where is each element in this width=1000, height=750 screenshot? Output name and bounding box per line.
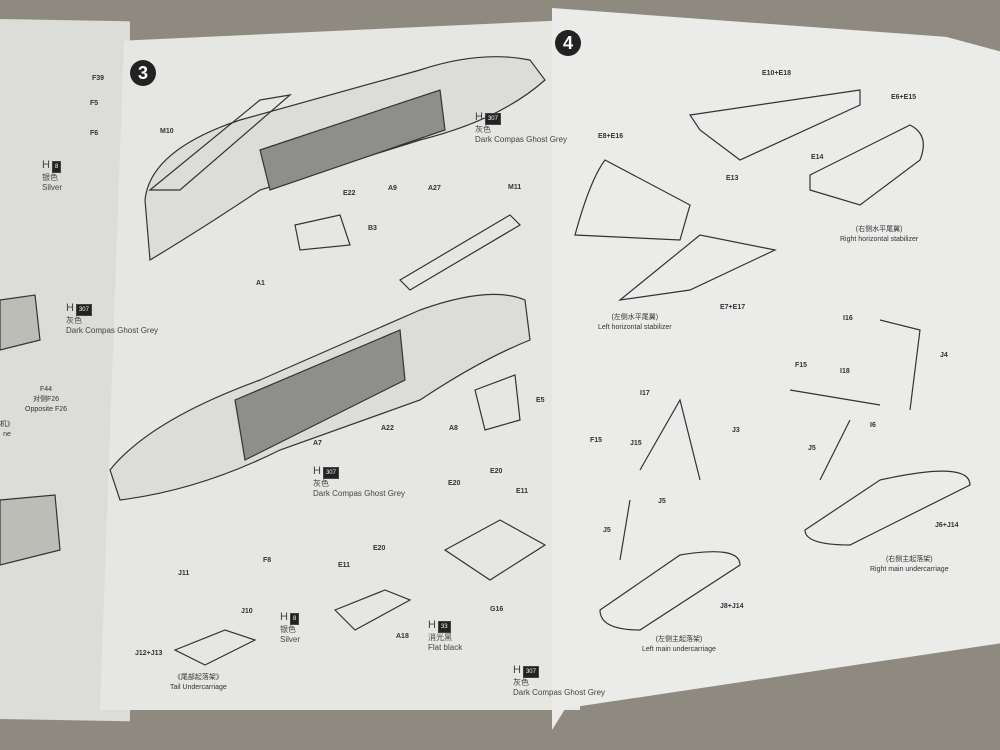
canopy-part-m11	[399, 214, 521, 291]
engine-left-2	[0, 494, 61, 566]
part-label: I18	[840, 368, 850, 375]
part-label: F6	[90, 130, 99, 137]
part-label: E6+E15	[891, 94, 917, 101]
part-label: J3	[732, 427, 740, 434]
right-undercarriage-caption: (右侧主起落架)Right main undercarriage	[870, 556, 949, 573]
right-stabilizer-caption: (右侧水平尾翼)Right horizontal stabilizer	[840, 226, 919, 243]
strut-right	[789, 319, 921, 411]
part-label: G16	[490, 606, 504, 613]
part-label: F15	[795, 362, 808, 369]
stab-right-top	[688, 89, 861, 161]
right-page	[552, 8, 1000, 730]
step-3-badge: 3	[130, 60, 156, 86]
part-label: E14	[811, 154, 824, 161]
part-label: J6+J14	[935, 522, 959, 529]
part-label: A8	[449, 425, 458, 432]
part-label: A9	[388, 185, 397, 192]
part-label: J4	[940, 352, 948, 359]
part-label: E13	[726, 175, 739, 182]
engine-left-1	[0, 294, 41, 351]
tail-undercarriage-caption: 《尾部起落架》Tail Undercarriage	[170, 674, 227, 691]
part-label: F39	[92, 75, 105, 82]
strut-left	[619, 398, 851, 561]
part-label: F15	[590, 437, 603, 444]
part-label: E5	[536, 397, 545, 404]
part-label: J5	[658, 498, 666, 505]
part-label: I17	[640, 390, 650, 397]
part-label: M11	[508, 184, 522, 191]
part-label: J5	[603, 527, 611, 534]
right-undercarriage-base	[804, 470, 971, 546]
part-label: F5	[90, 100, 99, 107]
part-label: B3	[368, 225, 377, 232]
part-label: J11	[178, 570, 190, 577]
part-label: J10	[241, 608, 253, 615]
left-stabilizer-caption: (左侧水平尾翼)Left horizontal stabilizer	[598, 314, 672, 331]
fuselage-lower-panel	[234, 329, 406, 461]
part-label: M10	[160, 128, 174, 135]
part-label: J12+J13	[135, 650, 163, 657]
part-label: J8+J14	[720, 603, 744, 610]
part-label: J5	[808, 445, 816, 452]
cut-caption: 机》ne	[0, 421, 14, 438]
part-label: E11	[338, 562, 351, 569]
part-label: E20	[448, 480, 461, 487]
flat-plate-a18	[333, 589, 412, 631]
part-label: A18	[396, 633, 409, 640]
part-label: I16	[843, 315, 853, 322]
part-label: E7+E17	[720, 304, 746, 311]
part-e5	[474, 374, 521, 431]
part-label: A1	[256, 280, 265, 287]
flat-plate-g16	[443, 519, 547, 581]
left-undercarriage-caption: (左侧主起落架)Left main undercarriage	[642, 636, 716, 653]
step-4-badge: 4	[555, 30, 581, 56]
part-label: E20	[373, 545, 386, 552]
part-label: E8+E16	[598, 133, 624, 140]
stab-left-bottom	[617, 234, 777, 301]
part-label: E10+E18	[762, 70, 791, 77]
part-b3	[294, 214, 351, 251]
part-label: A27	[428, 185, 441, 192]
part-label: I6	[870, 422, 876, 429]
fuselage-upper-panel	[259, 89, 446, 191]
left-undercarriage-base	[599, 551, 741, 631]
part-label: J15	[630, 440, 642, 447]
tail-undercarriage-base	[173, 629, 257, 666]
part-label: E20	[490, 468, 503, 475]
part-label: A22	[381, 425, 394, 432]
stab-left-top	[574, 159, 691, 241]
part-label: A7	[313, 440, 322, 447]
stab-right-bottom	[809, 124, 924, 206]
part-label: E22	[343, 190, 356, 197]
part-label: F8	[263, 557, 272, 564]
part-label: E11	[516, 488, 529, 495]
canopy-part-m10	[148, 94, 293, 191]
